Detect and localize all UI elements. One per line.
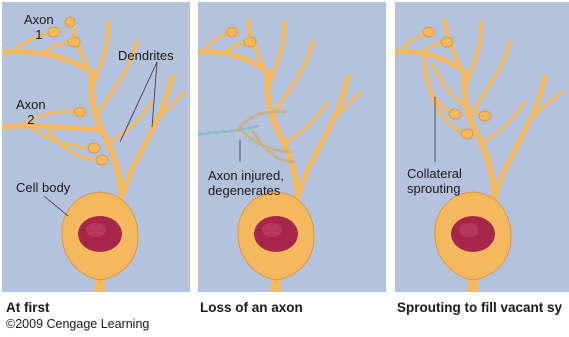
neuron-diagram-2 (198, 2, 386, 292)
collateral-sprouting-label-line2: sprouting (407, 181, 460, 196)
copyright-text: ©2009 Cengage Learning (6, 317, 149, 331)
cell-body-label: Cell body (16, 180, 70, 195)
dendrites-label: Dendrites (118, 48, 174, 63)
axon-injured-label-line2: degenerates (208, 183, 280, 198)
collateral-sprouting-label-line1: Collateral (407, 166, 462, 181)
axon-1-label-line2: 1 (35, 27, 42, 42)
caption-at-first: At first (6, 300, 50, 315)
panel-loss-of-axon: Axon injured, degenerates (198, 2, 386, 292)
neuron-diagram-1 (2, 2, 190, 292)
axon-injured-label: Axon injured, degenerates (208, 168, 284, 198)
axon-1-label-line1: Axon (24, 12, 54, 27)
panel-sprouting: Collateral sprouting (395, 2, 569, 292)
axon-2-label: Axon 2 (16, 97, 46, 127)
axon-1-label: Axon 1 (24, 12, 54, 42)
caption-sprouting: Sprouting to fill vacant sy (397, 300, 562, 315)
neuron-diagram-3 (395, 2, 569, 292)
axon-2-label-line2: 2 (27, 112, 34, 127)
axon-injured-label-line1: Axon injured, (208, 168, 284, 183)
caption-loss-of-axon: Loss of an axon (200, 300, 303, 315)
collateral-sprouting-label: Collateral sprouting (407, 166, 462, 196)
axon-2-label-line1: Axon (16, 97, 46, 112)
panel-at-first: Axon 1 Axon 2 Dendrites Cell body (2, 2, 190, 292)
